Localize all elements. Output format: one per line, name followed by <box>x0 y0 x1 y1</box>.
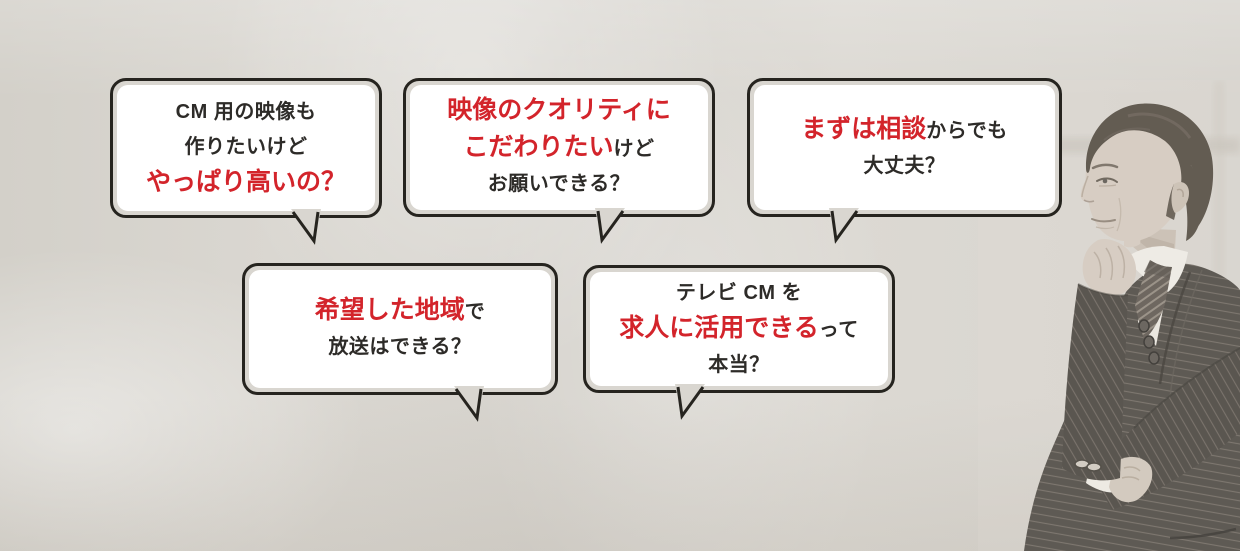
bubble-line: こだわりたいけど <box>463 130 654 167</box>
bubble-text-segment: やっぱり高いの？ <box>145 167 346 196</box>
bubble-tail <box>829 208 859 244</box>
bubble-text-segment: テレビ CM を <box>675 281 803 304</box>
bubble-tail <box>291 209 321 245</box>
bubble-line: お願いできる？ <box>488 167 631 202</box>
bubble-tail <box>454 386 484 422</box>
bubble-tail <box>595 208 625 244</box>
bubble-text-segment: 映像のクオリティに <box>447 96 671 124</box>
bubble-tail <box>675 384 705 420</box>
bubble-text-segment: 希望した地域 <box>314 296 465 324</box>
bubble-line: 求人に活用できるって <box>619 311 859 348</box>
bubble-body: まずは相談からでも 大丈夫？ <box>754 85 1055 210</box>
bubble-text-segment: 放送はできる？ <box>328 336 472 358</box>
bubble-line: 映像のクオリティに <box>447 93 671 130</box>
bubble-text-segment: お願いできる？ <box>487 173 631 195</box>
bubble-body: CM 用の映像も 作りたいけど やっぱり高いの？ <box>117 85 375 211</box>
bubble-text-segment: 本当？ <box>708 353 770 376</box>
bubble-line: 希望した地域で <box>315 293 486 330</box>
bubble-text-segment: けど <box>613 138 655 160</box>
bubble-text-segment: で <box>464 301 486 323</box>
bubble-text-segment: 大丈夫？ <box>863 154 946 177</box>
speech-bubble-cm-cost: CM 用の映像も 作りたいけど やっぱり高いの？ <box>110 78 382 245</box>
bubble-text-segment: CM 用の映像も <box>175 100 317 123</box>
bubble-line: 作りたいけど <box>185 130 308 165</box>
bubble-text-segment: 作りたいけど <box>184 135 308 158</box>
bubble-line: 本当？ <box>708 348 770 383</box>
bubble-text-segment: 求人に活用できる <box>619 313 819 342</box>
speech-bubble-recruiting: テレビ CM を 求人に活用できるって 本当？ <box>583 265 895 420</box>
bubble-body: 映像のクオリティに こだわりたいけど お願いできる？ <box>410 85 708 210</box>
bubble-body: 希望した地域で 放送はできる？ <box>249 270 551 388</box>
speech-bubble-broadcast-region: 希望した地域で 放送はできる？ <box>242 263 558 422</box>
bubble-text-segment: まずは相談 <box>801 114 927 143</box>
bubble-line: まずは相談からでも <box>801 112 1007 149</box>
bubble-line: やっぱり高いの？ <box>146 165 346 202</box>
bubble-text-segment: からでも <box>926 119 1008 142</box>
bubble-line: 大丈夫？ <box>864 149 946 184</box>
bubble-line: CM 用の映像も <box>176 95 317 130</box>
speech-bubble-consultation: まずは相談からでも 大丈夫？ <box>747 78 1062 244</box>
bubble-text-segment: こだわりたい <box>463 133 614 161</box>
bubble-line: テレビ CM を <box>676 276 802 311</box>
speech-bubble-video-quality: 映像のクオリティに こだわりたいけど お願いできる？ <box>403 78 715 244</box>
bubble-line: 放送はできる？ <box>328 330 471 365</box>
bubble-text-segment: って <box>818 318 859 341</box>
bubble-body: テレビ CM を 求人に活用できるって 本当？ <box>590 272 888 386</box>
